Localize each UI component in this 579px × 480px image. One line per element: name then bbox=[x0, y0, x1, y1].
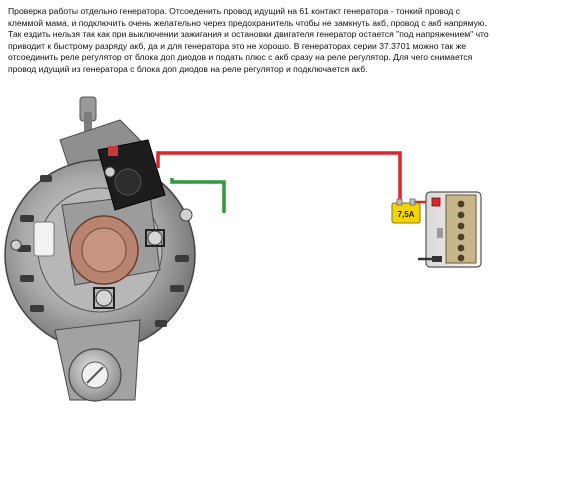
alternator-photo bbox=[4, 96, 196, 402]
description-text: Проверка работы отдельно генератора. Отс… bbox=[8, 6, 568, 76]
caption-line: отсоединить реле регулятор от блока доп … bbox=[8, 52, 473, 63]
fuse-icon: 7,5A bbox=[391, 198, 421, 224]
caption-line: приводит к быстрому разряду акб, да и дл… bbox=[8, 40, 467, 51]
positive-wire bbox=[156, 151, 402, 203]
caption-line: провод идущий из генератора с блока доп … bbox=[8, 63, 368, 74]
caption-line: клеммой мама, и подключить очень желател… bbox=[8, 17, 487, 28]
caption-line: Так ездить нельзя так как при выключении… bbox=[8, 29, 489, 40]
battery-icon bbox=[418, 191, 482, 268]
caption-line: Проверка работы отдельно генератора. Отс… bbox=[8, 6, 461, 16]
ground-wire bbox=[170, 178, 226, 213]
fuse-rating-label: 7,5A bbox=[398, 210, 415, 219]
